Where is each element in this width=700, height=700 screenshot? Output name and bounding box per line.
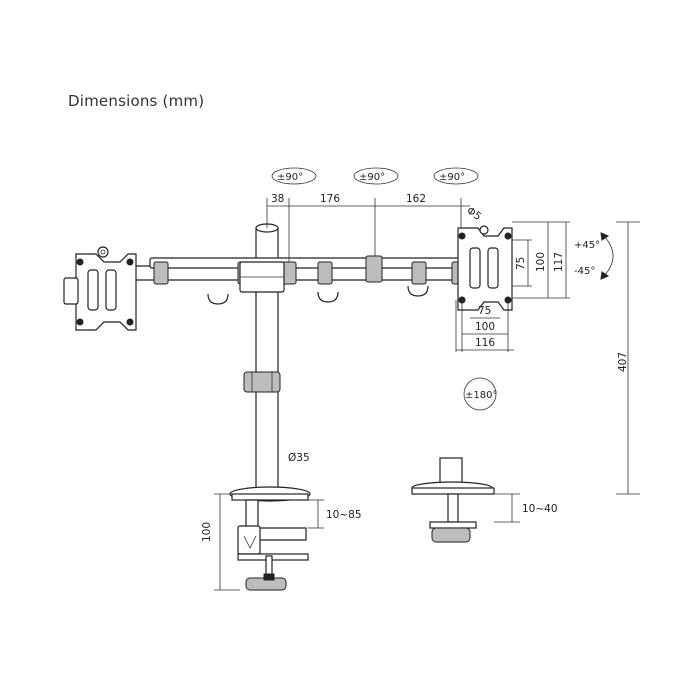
total-height-dimension [616, 221, 640, 495]
dim-vesa-75-height: 75 [515, 257, 527, 270]
dim-arm-176: 176 [320, 193, 340, 205]
label-rotation-arm-left: ±90° [277, 172, 303, 183]
vesa-plate-left [63, 246, 137, 331]
dim-plate-116-width: 116 [475, 337, 495, 349]
desk-clamp [214, 486, 324, 591]
diagram-title: Dimensions (mm) [68, 92, 205, 110]
dim-pole-diameter: Ø35 [288, 452, 310, 464]
label-swivel: ±180° [465, 390, 497, 401]
dim-vesa-100-width: 100 [475, 321, 495, 333]
rotation-arrows [271, 167, 614, 411]
label-rotation-arm-right: ±90° [439, 172, 465, 183]
dim-screw-diameter: Φ5 [464, 205, 483, 223]
plate-dimension-frames [455, 221, 570, 352]
label-rotation-arm-middle: ±90° [359, 172, 385, 183]
grommet-mount [411, 457, 520, 543]
label-tilt-up: +45° [574, 240, 600, 251]
dim-total-height: 407 [617, 352, 629, 372]
dim-plate-117-height: 117 [553, 252, 565, 272]
label-tilt-down: -45° [574, 266, 595, 277]
top-dimension-line [266, 198, 470, 262]
dim-arm-162: 162 [406, 193, 426, 205]
dim-vesa-75-width: 75 [478, 305, 491, 317]
dim-vesa-100-height: 100 [535, 252, 547, 272]
vesa-plate-right [457, 225, 513, 311]
dim-offset-38: 38 [271, 193, 284, 205]
dim-clamp-range: 10~85 [326, 509, 362, 521]
dim-clamp-height: 100 [201, 522, 213, 542]
dim-grommet-range: 10~40 [522, 503, 558, 515]
arm-bar [121, 255, 471, 305]
